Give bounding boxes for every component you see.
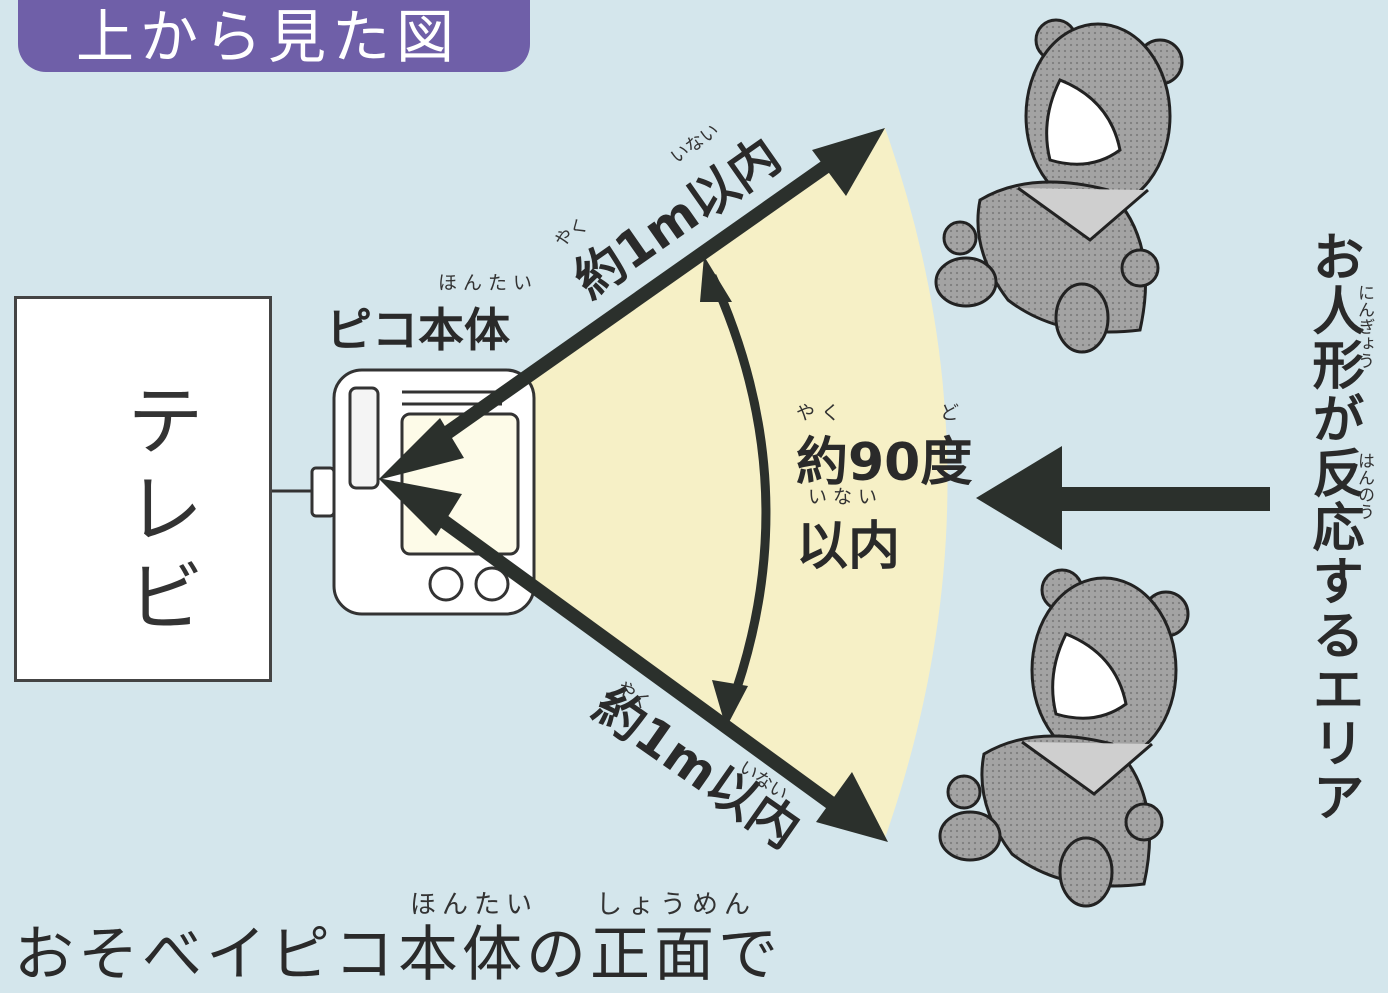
pico-body-label: ピコ本体	[326, 303, 510, 357]
footer-ruby-hontai: ほんたい	[410, 890, 539, 920]
reaction-area	[380, 128, 948, 838]
reaction-arrow	[976, 446, 1270, 550]
distance-arrows	[378, 128, 888, 842]
header-title: 上から見た図	[76, 3, 461, 71]
doll-icon	[938, 568, 1190, 908]
angle-ruby-inai: いない	[808, 486, 884, 508]
pico-body-ruby: ほんたい	[438, 272, 539, 294]
reaction-ruby-hannou: はんのう	[1354, 452, 1374, 520]
footer-ruby-shoumen: しょうめん	[596, 890, 757, 920]
angle-label-line1: 約90度	[796, 433, 973, 493]
doll-icon	[934, 18, 1184, 354]
tv-label: テレビ	[113, 380, 203, 644]
reaction-ruby-ningyou: にんぎょう	[1354, 284, 1374, 369]
angle-ruby-yaku: やく	[796, 402, 847, 424]
reaction-area-caption: お人形が反応するエリア	[1303, 230, 1363, 824]
angle-label-line2: 以内	[796, 517, 901, 577]
footer-text: おそべイピコ本体の正面で	[14, 920, 782, 990]
diagram-canvas: 約1m以内 やく いない 約1m以内 やく いない	[272, 18, 1270, 908]
header-tab: 上から見た図	[18, 0, 530, 72]
tv-box	[14, 296, 272, 682]
angle-arc	[700, 256, 771, 728]
angle-ruby-do: ど	[940, 402, 966, 424]
